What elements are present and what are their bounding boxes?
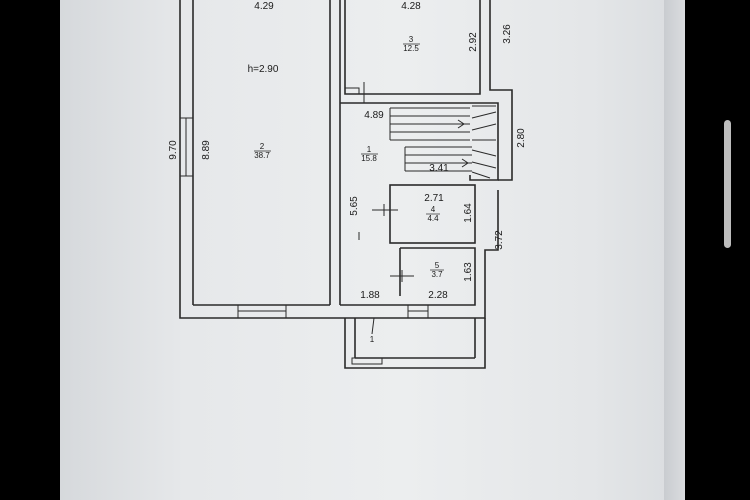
- dim-right-outer-top: 3.26: [502, 24, 513, 44]
- room-2-label: 2 38.7: [254, 142, 271, 160]
- room-5-label: 5 3.7: [430, 261, 444, 279]
- wall-right-upper: [489, 0, 513, 181]
- windows: [179, 87, 429, 365]
- dim-left-inner: 8.89: [201, 140, 212, 160]
- dim-stair-mid: 3.41: [429, 163, 449, 174]
- room-4-label: 4 4.4: [426, 205, 440, 223]
- dim-room3-height: 2.92: [468, 32, 479, 52]
- room-1-number: 1: [367, 145, 372, 154]
- stair-arrow-upper-head: [457, 119, 465, 129]
- window-room3: [344, 87, 360, 95]
- room-1-label: 1 15.8: [361, 145, 378, 163]
- doors: [358, 82, 414, 335]
- room-5-number: 5: [435, 261, 440, 270]
- stair-winder: [471, 105, 497, 179]
- room-4-walls: [389, 184, 476, 244]
- wall-room3: [344, 0, 481, 95]
- paper-fold: [664, 0, 685, 500]
- dim-hall-bottom: 1.88: [360, 290, 380, 301]
- room-4-area: 4.4: [427, 214, 439, 223]
- dim-right-outer-low: 3.72: [494, 230, 505, 250]
- dim-top-right: 4.28: [401, 1, 421, 12]
- room-3-area: 12.5: [403, 44, 419, 53]
- paper-sheet: [60, 0, 685, 500]
- room-2-area: 38.7: [254, 151, 270, 160]
- dim-room5-width: 2.28: [428, 290, 448, 301]
- door-entry: [371, 317, 375, 335]
- dim-room4-width: 2.71: [424, 193, 444, 204]
- stairs: [389, 105, 497, 179]
- stair-outline: [385, 102, 499, 181]
- scrollbar[interactable]: [724, 120, 731, 248]
- dim-top-left: 4.29: [254, 1, 274, 12]
- dim-left-outer: 9.70: [168, 140, 179, 160]
- room-3-number: 3: [409, 35, 414, 44]
- walls: [179, 0, 513, 369]
- dim-right-outer-mid: 2.80: [516, 128, 527, 148]
- room-2-number: 2: [260, 142, 265, 151]
- entry-mark: 1: [370, 335, 375, 344]
- room-5-area: 3.7: [431, 270, 443, 279]
- window-porch: [351, 357, 383, 365]
- dim-room4-height: 1.64: [463, 203, 474, 223]
- room-3-label: 3 12.5: [403, 35, 420, 53]
- dim-hall-height: 5.65: [349, 196, 360, 216]
- dim-room5-height: 1.63: [463, 262, 474, 282]
- dim-stair-top: 4.89: [364, 110, 384, 121]
- ceiling-height: h=2.90: [248, 64, 279, 75]
- outer-wall-bottom-right: [332, 190, 499, 319]
- room-4-number: 4: [431, 205, 436, 214]
- stair-arrow-lower-head: [461, 158, 469, 168]
- porch-outline: [344, 318, 486, 369]
- room-1-area: 15.8: [361, 154, 377, 163]
